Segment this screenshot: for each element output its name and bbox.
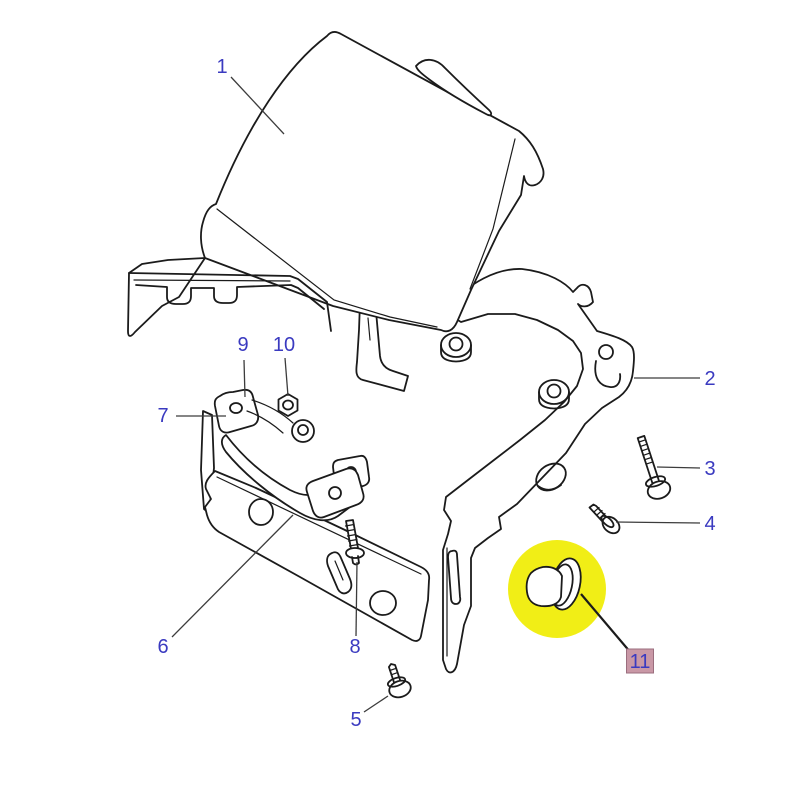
callout-6[interactable]: 6 [157, 514, 294, 658]
callout-label-8[interactable]: 8 [349, 636, 360, 658]
boss-stud [538, 379, 570, 410]
selected-part-box[interactable] [626, 648, 654, 674]
callout-leader-5 [363, 695, 389, 713]
stud-8 [344, 519, 365, 566]
callout-2[interactable]: 2 [634, 368, 716, 390]
callout-11[interactable]: 11 [580, 593, 654, 674]
part-1-shroud [127, 31, 545, 337]
callout-label-11[interactable]: 11 [630, 651, 651, 673]
callout-label-1[interactable]: 1 [216, 56, 227, 78]
callout-label-6[interactable]: 6 [157, 636, 168, 658]
callout-leader-11 [580, 593, 632, 654]
washer-9 [291, 419, 315, 443]
callout-label-3[interactable]: 3 [704, 458, 715, 480]
screw-3 [636, 435, 672, 500]
bracket-7 [213, 388, 260, 434]
callout-label-5[interactable]: 5 [350, 709, 361, 731]
boss-stud [440, 332, 472, 363]
callout-10[interactable]: 10 [273, 334, 295, 397]
callout-9[interactable]: 9 [237, 334, 249, 398]
callout-leader-3 [656, 466, 701, 469]
callout-7[interactable]: 7 [157, 405, 226, 427]
hex-nut-10 [277, 393, 299, 417]
callout-leader-10 [284, 357, 289, 397]
callout-leader-1 [230, 76, 285, 135]
callout-8[interactable]: 8 [349, 561, 361, 658]
callout-label-9[interactable]: 9 [237, 334, 248, 356]
callout-1[interactable]: 1 [216, 56, 285, 135]
callout-label-2[interactable]: 2 [704, 368, 715, 390]
grommet-11 [525, 557, 582, 611]
screw-4 [588, 503, 621, 535]
callout-3[interactable]: 3 [656, 458, 716, 480]
callout-label-10[interactable]: 10 [273, 334, 295, 356]
callout-4[interactable]: 4 [615, 513, 716, 535]
callout-label-4[interactable]: 4 [704, 513, 715, 535]
screw-5 [386, 663, 412, 699]
callout-label-7[interactable]: 7 [157, 405, 168, 427]
callout-leader-9 [243, 359, 246, 398]
callout-leader-8 [355, 561, 358, 637]
callout-leader-6 [171, 514, 294, 638]
callout-leader-4 [615, 521, 701, 524]
callout-5[interactable]: 5 [350, 695, 389, 731]
part-2-bracket-assembly [200, 268, 635, 674]
clip-6 [220, 434, 365, 522]
